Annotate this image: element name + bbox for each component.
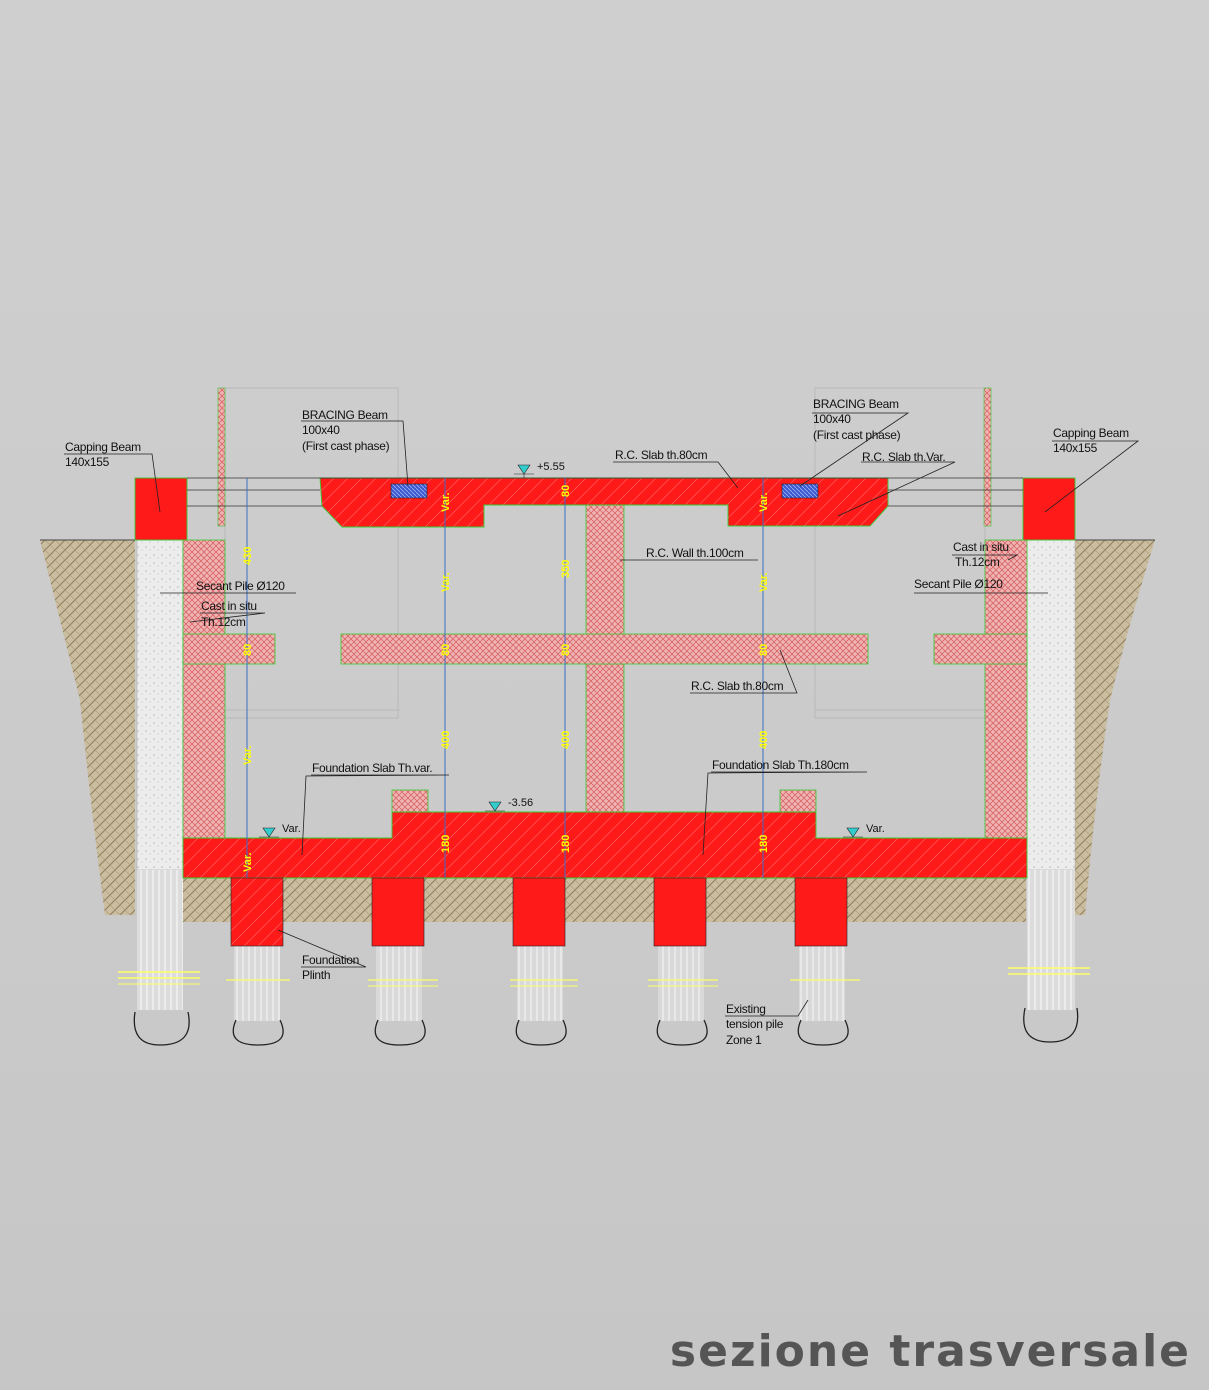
rc-wall-label: R.C. Wall th.100cm <box>646 546 744 560</box>
bracing-beam-right-label-2: 100x40 <box>813 412 851 426</box>
soil-bottom <box>183 878 1026 922</box>
bracing-beam-right-label-3: (First cast phase) <box>813 428 901 442</box>
tension-pile-3 <box>510 946 578 1046</box>
bracing-beam-left-label-1: BRACING Beam <box>302 408 388 422</box>
dim-col4-1: Var. <box>758 572 770 592</box>
dim-col1-2: Var. <box>242 745 254 765</box>
capping-beam-right-label-1: Capping Beam <box>1053 426 1129 440</box>
plinth-5 <box>794 877 848 947</box>
cast-in-situ-right-label-1: Cast in situ <box>953 540 1009 554</box>
dim-col1-3: Var. <box>242 852 254 872</box>
secant-pile-right-label: Secant Pile Ø120 <box>914 577 1003 591</box>
reference-lines <box>187 477 1023 507</box>
tension-pile-1 <box>226 946 290 1046</box>
capping-beam-right-label-2: 140x155 <box>1053 441 1098 455</box>
dim-col1-1: 80 <box>242 644 254 656</box>
dim-col3-3: 400 <box>560 731 572 749</box>
dim-col3-2: 80 <box>560 644 572 656</box>
soil-left <box>40 540 135 915</box>
elevation-top-label: +5.55 <box>537 461 565 473</box>
rc-slab-mid-label: R.C. Slab th.80cm <box>691 679 784 693</box>
cast-in-situ-left-label-2: Th.12cm <box>201 615 246 629</box>
plinth-4 <box>653 877 707 947</box>
bracing-beam-left-label-2: 100x40 <box>302 423 340 437</box>
elevation-marker-left: Var. <box>259 823 301 838</box>
dim-col1-0: 430 <box>242 547 254 565</box>
existing-pile-label-3: Zone 1 <box>726 1033 762 1047</box>
dim-col2-0: Var. <box>440 492 452 512</box>
capping-beam-left-shape <box>134 477 188 541</box>
rc-slab-var-label: R.C. Slab th.Var. <box>862 450 945 464</box>
bracing-beam-left-label-3: (First cast phase) <box>302 439 390 453</box>
dim-col3-0: 80 <box>560 485 572 497</box>
rc-slab-top-label: R.C. Slab th.80cm <box>615 448 708 462</box>
foundation-plinth-label-1: Foundation <box>302 953 359 967</box>
bracing-beam-right-label-1: BRACING Beam <box>813 397 899 411</box>
elevation-bottom-label: -3.56 <box>508 797 533 809</box>
corbels <box>391 789 817 813</box>
dim-col3-1: 350 <box>560 560 572 578</box>
tension-pile-2 <box>368 946 438 1046</box>
dim-col4-3: 400 <box>758 731 770 749</box>
secant-pile-right <box>1008 539 1090 1043</box>
existing-pile-label-2: tension pile <box>726 1017 784 1031</box>
elevation-marker-bottom: -3.56 <box>485 797 533 812</box>
dim-col2-2: 80 <box>440 644 452 656</box>
plinth-1 <box>230 877 284 947</box>
foundation-plinths <box>230 877 848 947</box>
foundation-slab-var-label: Foundation Slab Th.var. <box>312 761 432 775</box>
temporary-posts <box>217 387 992 527</box>
secant-pile-left-label: Secant Pile Ø120 <box>196 579 285 593</box>
foundation-slab <box>182 811 1028 879</box>
foundation-slab-180-label: Foundation Slab Th.180cm <box>712 758 849 772</box>
capping-beam-left-label-2: 140x155 <box>65 455 110 469</box>
elevation-marker-top: +5.55 <box>514 461 565 478</box>
intermediate-slabs <box>182 633 1028 665</box>
bracing-beam-left-shape <box>390 483 428 499</box>
elevation-left-label: Var. <box>282 823 301 835</box>
leader-lines <box>64 412 1140 1017</box>
foundation-plinth-label-2: Plinth <box>302 968 330 982</box>
dim-col2-4: 180 <box>440 835 452 853</box>
dim-col2-3: 400 <box>440 731 452 749</box>
dim-col4-4: 180 <box>758 835 770 853</box>
tension-pile-5 <box>790 946 860 1046</box>
elevation-right-label: Var. <box>866 823 885 835</box>
dim-col2-1: Var. <box>440 572 452 592</box>
plinth-3 <box>512 877 566 947</box>
lining-wall-left <box>182 539 226 841</box>
dim-col3-4: 180 <box>560 835 572 853</box>
top-slab <box>319 477 889 528</box>
dim-col4-2: 80 <box>758 644 770 656</box>
existing-pile-label-1: Existing <box>726 1002 766 1016</box>
lining-wall-right <box>984 539 1028 841</box>
soil-right <box>1075 540 1155 915</box>
annotation-labels: Capping Beam 140x155 BRACING Beam 100x40… <box>65 397 1129 1047</box>
sheet-title: sezione trasversale <box>669 1326 1191 1377</box>
dimension-lines <box>246 478 764 878</box>
secant-pile-left <box>118 539 200 1046</box>
cast-in-situ-right-label-2: Th.12cm <box>955 555 1000 569</box>
elevation-marker-right: Var. <box>843 823 885 838</box>
cast-in-situ-left-label-1: Cast in situ <box>201 599 257 613</box>
dim-col4-0: Var. <box>758 492 770 512</box>
tension-piles <box>226 946 860 1046</box>
bracing-beam-right-shape <box>781 483 819 499</box>
plinth-2 <box>371 877 425 947</box>
dimension-texts: 430 80 Var. Var. Var. Var. 80 400 180 80… <box>242 485 770 872</box>
capping-beam-left-label-1: Capping Beam <box>65 440 141 454</box>
tension-pile-4 <box>648 946 718 1046</box>
